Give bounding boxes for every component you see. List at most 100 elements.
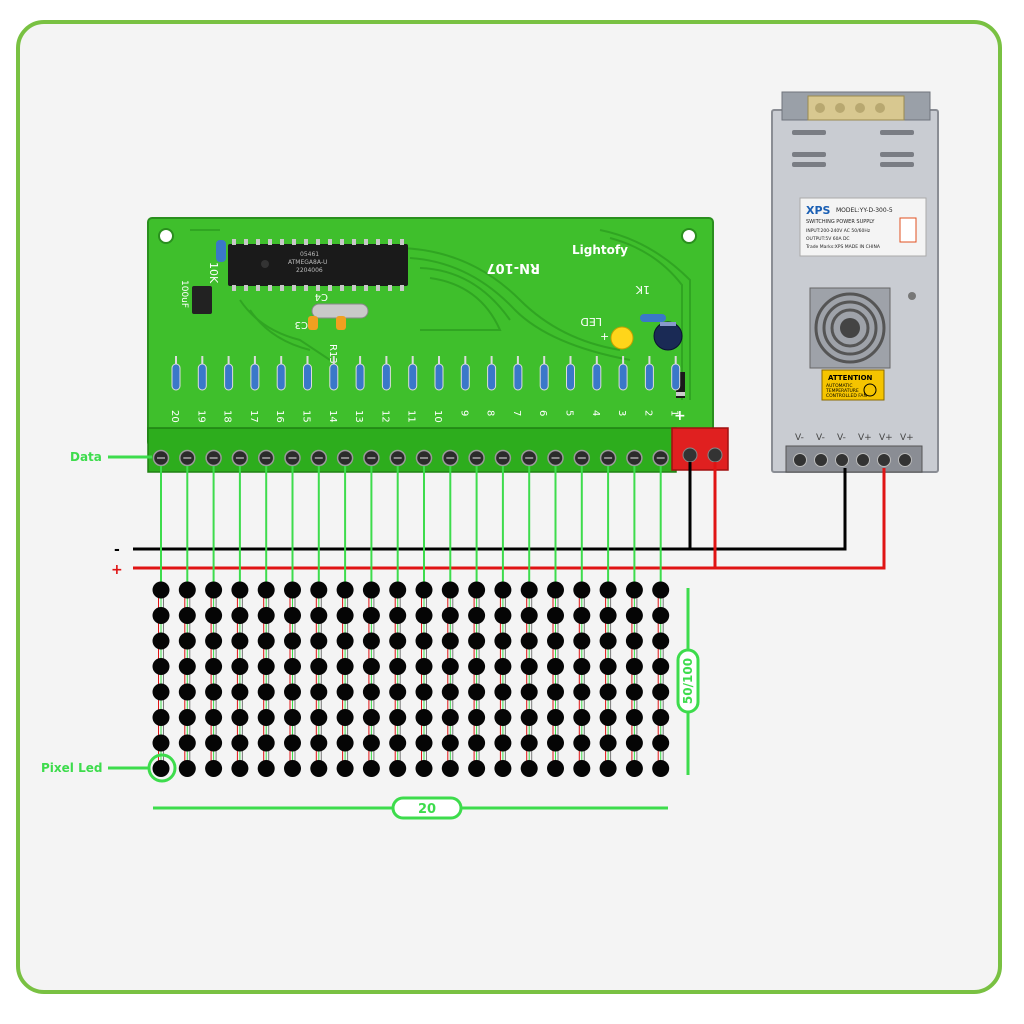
psu-terminal-label: V+ [900,433,914,443]
resistor-icon [224,363,234,391]
pixel-led [441,658,459,675]
pixel-led [178,632,196,650]
pixel-led [389,581,407,599]
channel-number: 2 [642,410,653,416]
pixel-led [231,632,249,650]
channel-number: 1 [669,410,680,416]
plus-label: + [111,562,123,578]
pixel-led [152,581,170,599]
controller-brand: Lightofy [572,243,628,257]
pixel-led [284,581,301,599]
channel-number: 5 [564,410,575,416]
rows-count: 50/100 [681,658,695,704]
pixel-led [599,683,617,701]
pixel-led [310,581,328,599]
pixel-led [389,632,407,650]
pixel-led [362,632,380,650]
channel-number: 17 [248,410,259,423]
pixel-led [152,607,170,624]
pixel-led [152,760,170,777]
channel-number: 19 [195,410,206,423]
rows-badge [676,648,700,714]
pixel-led [599,581,617,599]
channel-number: 11 [406,410,417,423]
psu-attention-line-3: CONTROLLED FAN [826,393,867,399]
psu-terminal-label: V+ [879,433,893,443]
power-input-terminal [671,427,729,471]
pixel-led [205,709,223,726]
pixel-led [205,683,223,701]
power-supply: XPS MODEL:YY-D-300-5 SWITCHING POWER SUP… [771,91,939,473]
pixel-led [284,683,301,701]
pixel-led [573,658,591,675]
pixel-led [362,760,380,777]
psu-attention-line-2: TEMPERATURE [825,388,859,394]
pixel-led [520,683,538,701]
pixel-led [389,658,407,675]
pixel-led [310,683,328,701]
positive-wire [713,462,886,570]
pixel-led [441,581,459,599]
psu-screw [835,453,849,467]
channel-number: 18 [222,410,233,423]
pixel-led [178,607,196,624]
pixel-led [573,683,591,701]
pixel-led [205,632,223,650]
pixel-led [310,709,328,726]
psu-attention-title: ATTENTION [828,374,873,382]
pixel-led [178,658,196,675]
resistor-icon [644,363,654,391]
pixel-led [494,658,512,675]
pixel-led [205,607,223,624]
pixel-led [520,607,538,624]
pixel-led [257,760,275,777]
resistor-icon [513,363,523,391]
pixel-led [652,709,670,726]
pixel-led [284,760,301,777]
pixel-led [573,760,591,777]
pixel-led [494,581,512,599]
resistor-icon [303,363,312,391]
psu-terminal-label: V- [816,433,825,443]
psu-brand: XPS [806,204,831,217]
pixel-led [257,658,275,675]
pixel-led [205,658,223,675]
resistor-icon [539,363,549,391]
pixel-led [652,734,670,752]
pixel-led [336,760,354,777]
pixel-led [520,632,538,650]
psu-screw [898,453,912,467]
psu-screw [793,453,807,467]
pixel-led [520,709,538,726]
pixel-led [547,581,564,599]
pixel-led [336,632,354,650]
pixel-led [547,709,564,726]
psu-terminal-label: V+ [858,433,872,443]
pixel-led [205,581,223,599]
pixel-led [310,734,328,752]
pixel-led [494,709,512,726]
pixel-led [547,734,564,752]
resistor-icon [329,363,339,391]
resistor-icon [408,363,418,391]
resistor-row [171,356,681,391]
pixel-led [652,760,670,777]
psu-input: INPUT:200-240V AC 50/60Hz [806,228,871,234]
pixel-led [257,709,275,726]
pixel-led [494,734,512,752]
psu-screw [856,453,870,467]
pixel-led [257,683,275,701]
pixel-led [362,607,380,624]
pixel-led [231,760,249,777]
negative-wire [688,462,847,551]
pixel-led [389,683,407,701]
pixel-led [625,683,643,701]
pixel-led [362,683,380,701]
pixel-led [547,683,564,701]
resistor-icon [381,363,391,391]
power-wires [133,462,886,570]
psu-attention-line-1: AUTOMATIC [826,383,853,389]
pixel-led [625,709,643,726]
channel-number: 10 [432,410,443,423]
